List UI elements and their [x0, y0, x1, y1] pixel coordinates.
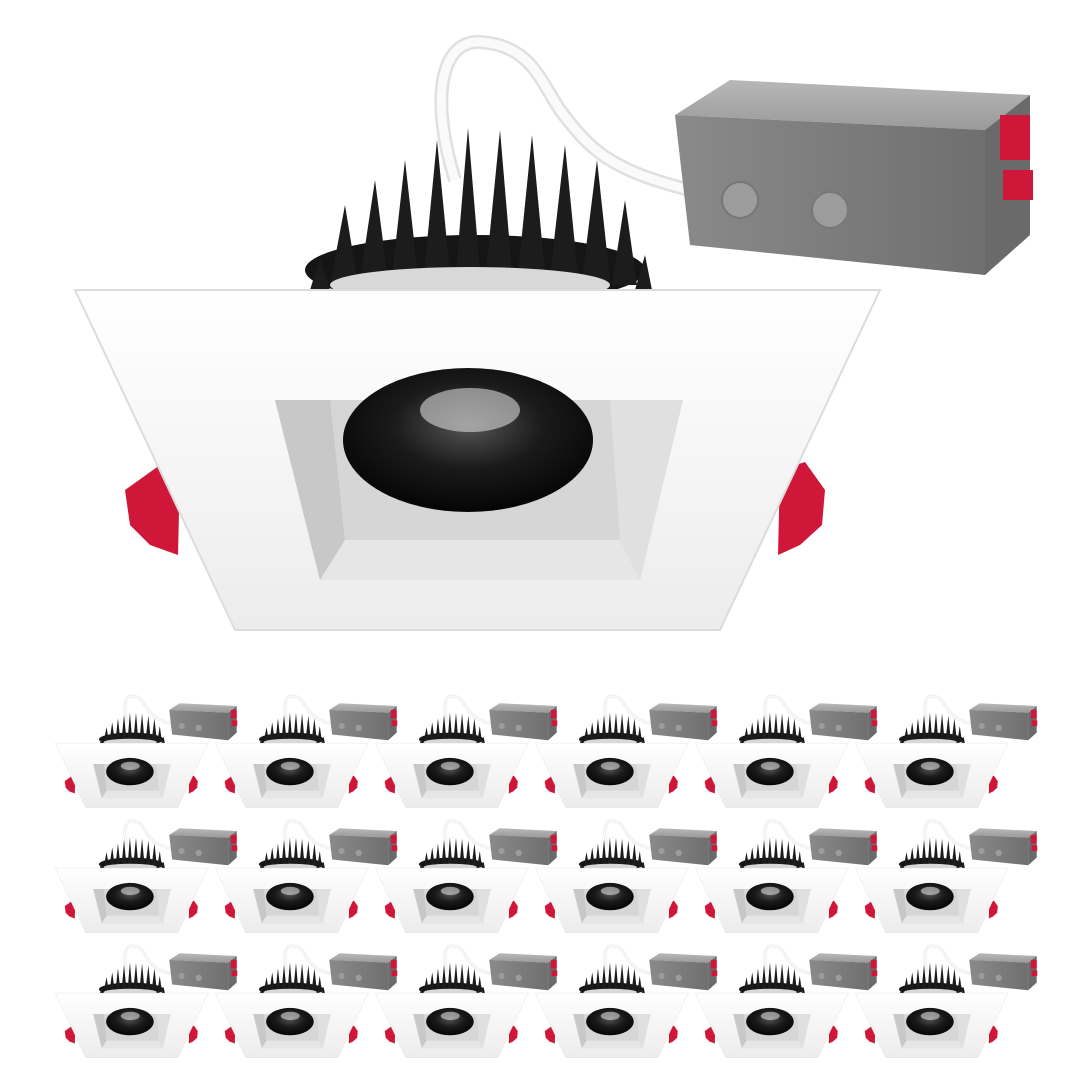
downlight-thumbnail: [533, 819, 719, 935]
downlight-thumbnail: [213, 944, 399, 1060]
downlight-thumbnail: [853, 819, 1039, 935]
downlight-grid: [53, 694, 1039, 1060]
row-1: [53, 694, 1039, 810]
downlight-thumbnail: [213, 819, 399, 935]
row-2: [53, 819, 1039, 935]
hero-downlight: [75, 42, 1033, 630]
downlight-thumbnail: [53, 694, 239, 810]
downlight-thumbnail: [693, 819, 879, 935]
downlight-thumbnail: [53, 819, 239, 935]
downlight-thumbnail: [693, 944, 879, 1060]
downlight-thumbnail: [533, 694, 719, 810]
downlight-thumbnail: [373, 694, 559, 810]
downlight-thumbnail: [853, 694, 1039, 810]
row-3: [53, 944, 1039, 1060]
downlight-thumbnail: [373, 944, 559, 1060]
downlight-thumbnail: [213, 694, 399, 810]
downlight-thumbnail: [533, 944, 719, 1060]
downlight-thumbnail: [853, 944, 1039, 1060]
downlight-thumbnail: [373, 819, 559, 935]
downlight-thumbnail: [693, 694, 879, 810]
downlight-thumbnail: [53, 944, 239, 1060]
